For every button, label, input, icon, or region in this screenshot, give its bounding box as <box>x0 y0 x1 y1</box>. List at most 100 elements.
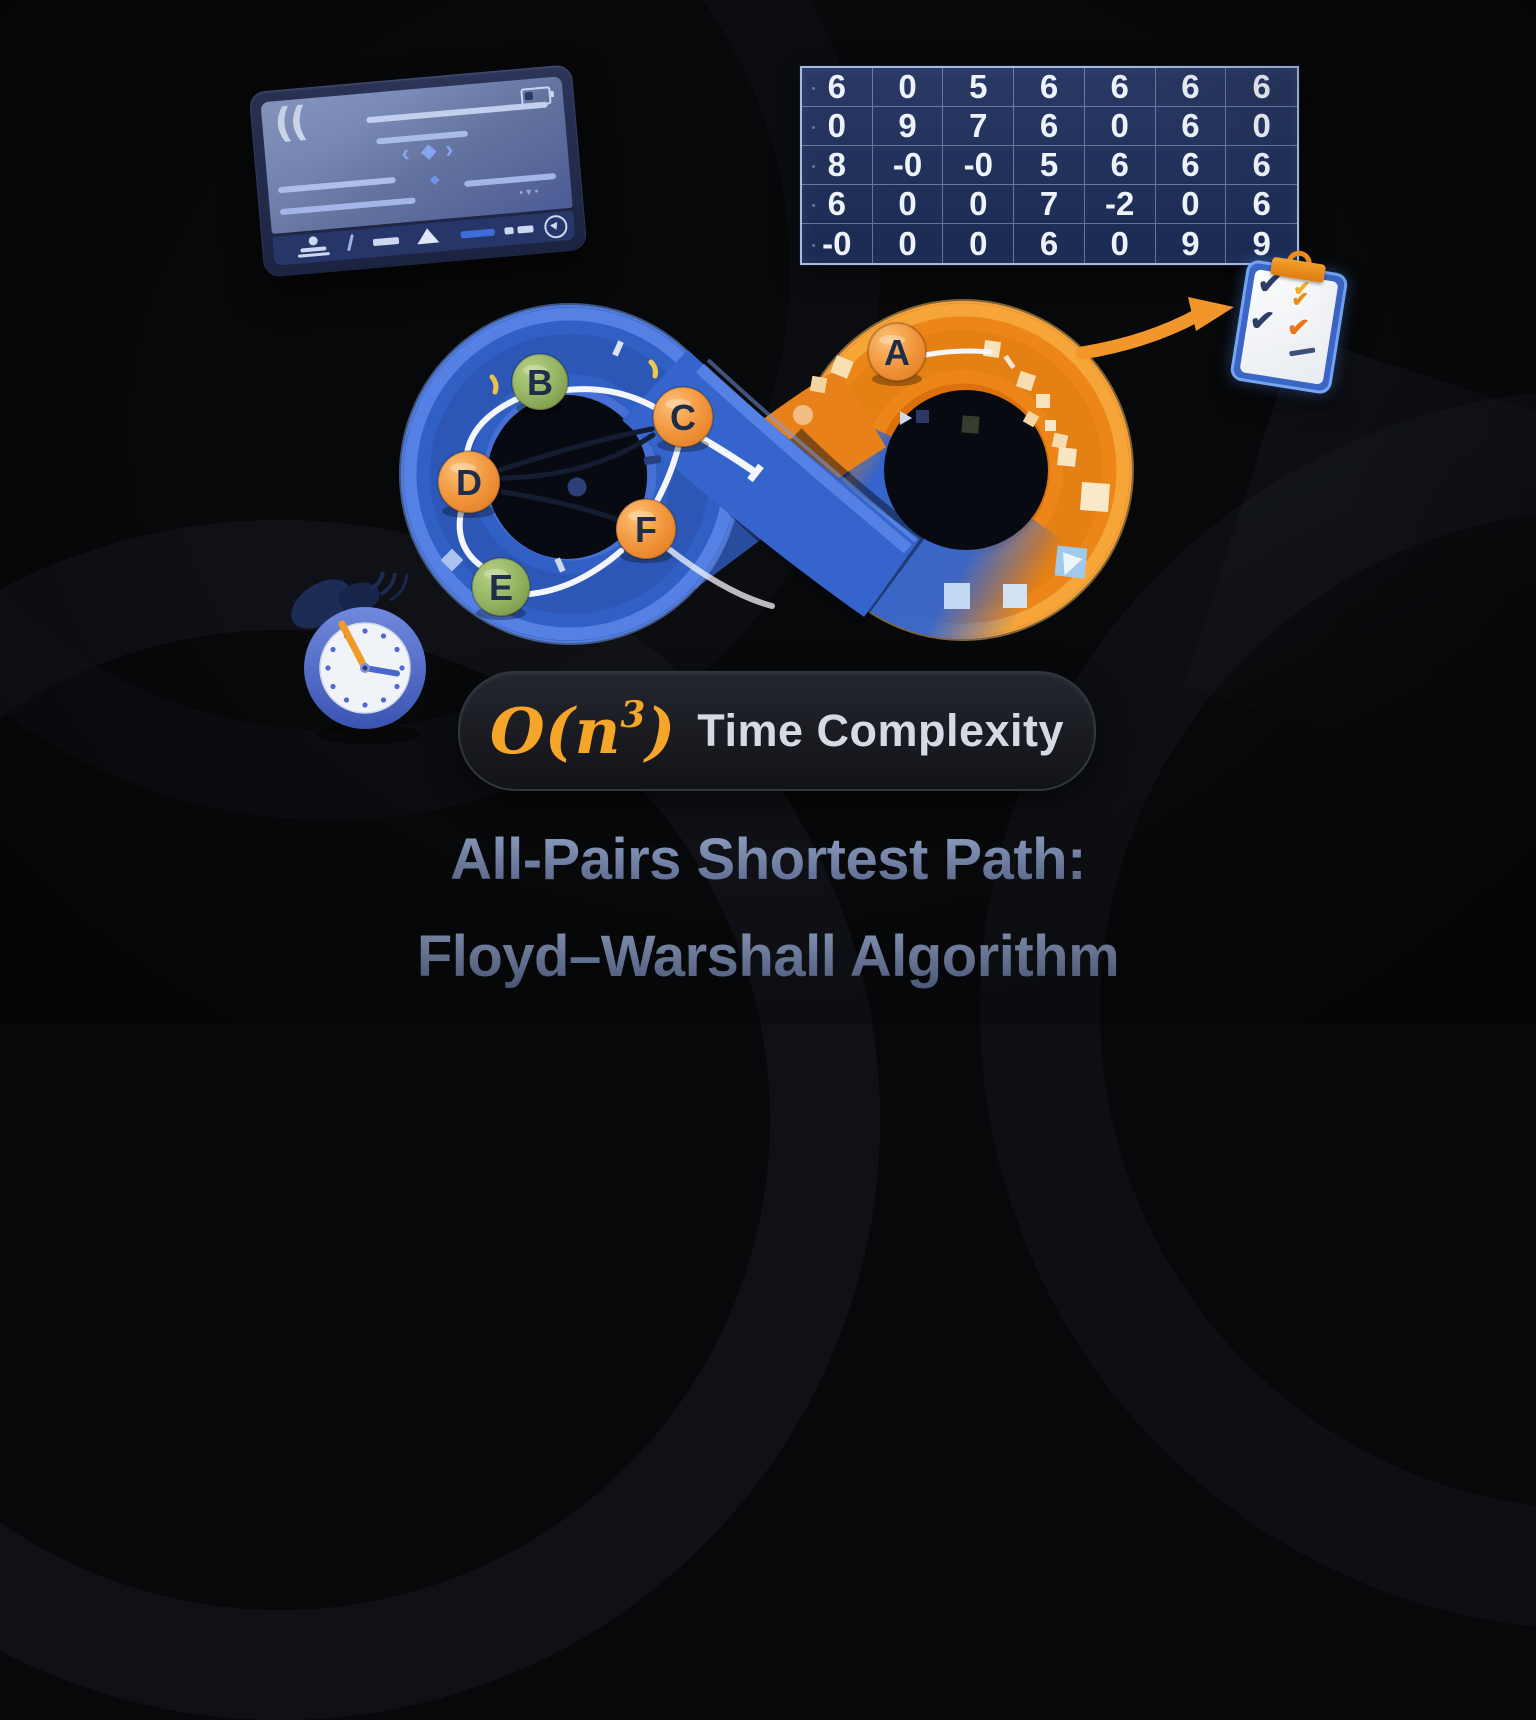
dash-icon <box>372 236 400 247</box>
complexity-badge: O(n3) Time Complexity <box>458 671 1096 791</box>
matrix-cell: 9 <box>872 107 944 146</box>
code-editor-panel: (( ‹ ◆ › ◆ •▾• <box>248 64 588 278</box>
trail-square <box>1045 420 1056 431</box>
trail-square <box>1057 447 1077 467</box>
graph-node-d: D <box>437 450 501 518</box>
chevron-left-icon: ‹ <box>400 139 411 168</box>
matrix-cell: 0 <box>1226 107 1297 146</box>
code-line <box>279 197 416 216</box>
olive-square <box>961 415 980 434</box>
matrix-cell: 0 <box>1155 185 1227 224</box>
check-dash <box>1289 347 1316 357</box>
slash-icon <box>347 234 354 252</box>
matrix-cell: 6 <box>1226 185 1297 224</box>
matrix-cell: -0 <box>802 224 873 263</box>
code-line <box>366 101 548 124</box>
crossing-strand-highlight <box>695 363 912 554</box>
matrix-cell: 9 <box>1156 224 1227 263</box>
right-loop-hole <box>884 390 1048 550</box>
code-line <box>277 176 396 194</box>
title-block: All-Pairs Shortest Path: Floyd–Warshall … <box>0 826 1536 990</box>
blue-dash-icon <box>460 228 495 239</box>
graph-node-b: B <box>511 353 569 415</box>
distance-matrix: 6 0 5 6 6 6 6 0 9 7 6 0 6 0 8 -0 -0 5 6 … <box>800 66 1299 265</box>
stopwatch-ticks <box>325 628 405 708</box>
matrix-cell: 8 <box>802 146 873 185</box>
yellow-tick-icon <box>489 374 499 395</box>
minute-hand <box>338 620 369 672</box>
edge-c-f <box>654 441 682 504</box>
matrix-cell: 6 <box>802 185 873 224</box>
trail-square <box>830 355 854 379</box>
trail-tick <box>1003 354 1016 370</box>
graph-node-e: E <box>471 557 531 620</box>
edge-d-c-upper <box>497 426 655 473</box>
navy-square <box>916 410 929 423</box>
check-icon: ✔ <box>1247 303 1277 339</box>
graph-node-c: C <box>652 386 714 452</box>
edge-b-c <box>563 386 657 410</box>
page-title-line2: Floyd–Warshall Algorithm <box>0 923 1536 990</box>
triangle-icon <box>416 227 440 245</box>
matrix-cell: 6 <box>1226 68 1297 107</box>
small-rect-icon <box>517 225 534 234</box>
big-o-notation: O(n3) <box>489 693 676 768</box>
matrix-cell: 0 <box>1085 224 1156 263</box>
editor-screen: (( ‹ ◆ › ◆ •▾• <box>260 76 573 234</box>
trail-square <box>1051 432 1069 450</box>
trail-square <box>809 375 828 394</box>
matrix-cell: 0 <box>1084 107 1156 146</box>
checklist-clipboard-icon: ✔ ✔ ✔ ✔ ✔ <box>1229 248 1349 396</box>
record-button-icon <box>543 214 569 240</box>
matrix-cell: 6 <box>1014 107 1085 146</box>
matrix-cell: 6 <box>1155 146 1227 185</box>
trail-square <box>1022 410 1040 428</box>
data-particle-trail <box>793 339 1110 609</box>
matrix-cell: 6 <box>802 68 873 107</box>
trail-square <box>1080 482 1110 512</box>
graph-node-a: A <box>867 322 927 386</box>
ellipsis-icons: •▾• <box>518 185 542 200</box>
trail-square <box>1015 370 1037 392</box>
node-label: E <box>489 567 513 608</box>
trail-square <box>982 339 1002 359</box>
edge-d-f <box>500 489 619 522</box>
small-rect-icon <box>504 226 514 235</box>
navy-dash <box>643 455 662 465</box>
trail-square-blue <box>1003 584 1027 608</box>
hour-hand <box>362 665 400 677</box>
chevron-right-icon: › <box>444 135 455 164</box>
yellow-tick-icon <box>648 359 658 379</box>
matrix-cell: 6 <box>1014 224 1085 263</box>
clipboard-paper: ✔ ✔ ✔ ✔ ✔ <box>1239 267 1339 385</box>
matrix-cell: 6 <box>1226 146 1297 185</box>
trail-square <box>1036 394 1050 408</box>
matrix-cell: 6 <box>1014 68 1085 107</box>
matrix-cell: -2 <box>1084 185 1156 224</box>
matrix-cell: 5 <box>1014 146 1085 185</box>
matrix-cell: 5 <box>943 68 1015 107</box>
white-tick <box>612 340 624 357</box>
matrix-cell: 7 <box>1014 185 1085 224</box>
badge-label: Time Complexity <box>697 705 1065 756</box>
matrix-cell: 6 <box>1084 146 1156 185</box>
code-parens-icon: (( <box>272 98 307 148</box>
matrix-cell: -0 <box>943 146 1015 185</box>
cube-icon <box>1054 545 1088 579</box>
edge-d-c-lower <box>498 432 656 481</box>
node-label: C <box>670 397 696 438</box>
matrix-cell: 0 <box>943 224 1015 263</box>
node-label: B <box>527 362 553 403</box>
trail-square-blue <box>944 583 970 609</box>
graph-node-f: F <box>615 498 677 563</box>
matrix-cell: 0 <box>802 107 873 146</box>
code-line <box>464 173 557 188</box>
center-dot <box>567 477 587 497</box>
ring-wave <box>370 571 385 590</box>
matrix-cell: 0 <box>943 185 1015 224</box>
node-label: D <box>456 462 482 503</box>
edge-end-tick <box>747 463 764 483</box>
diamond-icon: ◆ <box>420 140 437 163</box>
page-title-line1: All-Pairs Shortest Path: <box>0 826 1536 893</box>
matrix-cell: 0 <box>873 224 944 263</box>
